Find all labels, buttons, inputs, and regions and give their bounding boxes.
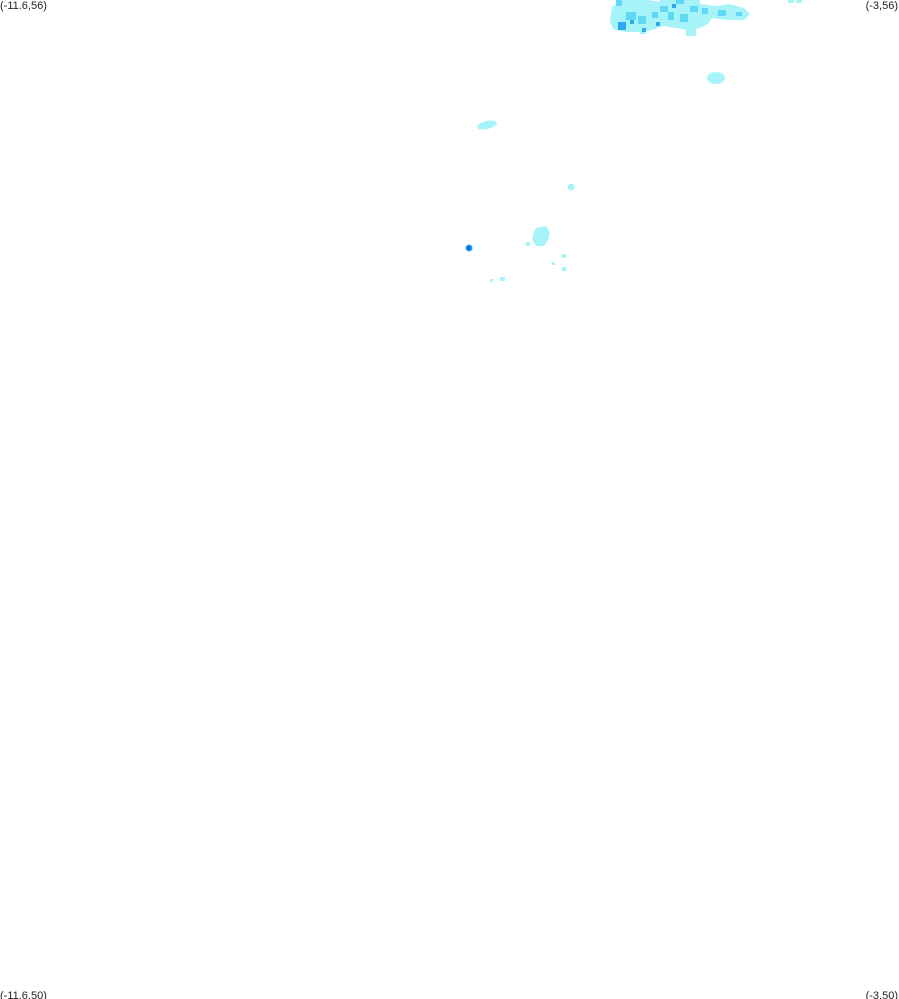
precip-cell-light — [788, 0, 794, 3]
precip-cell-medium — [718, 10, 726, 16]
precip-cell-strong — [618, 22, 626, 30]
precip-cell-strong — [630, 20, 634, 24]
precip-cell-strong — [672, 4, 676, 8]
precip-cell-light — [562, 254, 566, 258]
precip-cell-medium — [680, 14, 688, 22]
precip-cell-light — [620, 0, 650, 6]
precip-cell-light — [562, 267, 566, 271]
precip-cell-medium — [736, 12, 742, 16]
precip-cell-light — [552, 262, 555, 265]
precip-cell-medium — [702, 8, 708, 14]
precip-cell-light — [500, 277, 505, 281]
precipitation-cluster-central — [490, 226, 566, 282]
precip-cell-strong — [656, 22, 660, 26]
precip-cell-medium — [690, 6, 698, 12]
precip-cell-strong — [642, 28, 646, 32]
precipitation-cell — [477, 120, 497, 130]
precip-cell-light — [490, 279, 493, 282]
corner-coordinate-top-left: (-11.6,56) — [0, 0, 47, 12]
precip-cell-medium — [638, 16, 646, 24]
precip-cell-light — [526, 242, 530, 246]
precip-cell-light — [532, 226, 550, 246]
corner-coordinate-top-right: (-3,56) — [865, 0, 898, 12]
precip-cell-light — [686, 28, 696, 36]
precipitation-cell-intense — [465, 244, 473, 252]
precipitation-cell — [567, 183, 575, 191]
precip-cell-medium — [668, 12, 674, 20]
precip-cell-medium — [660, 6, 668, 12]
precip-cell-medium — [626, 12, 636, 20]
precipitation-cell — [707, 72, 725, 84]
precip-cell-light — [796, 0, 802, 3]
precip-cell-medium — [652, 12, 658, 18]
precip-cell-medium — [676, 0, 684, 4]
precipitation-cluster-north — [610, 0, 802, 36]
corner-coordinate-bottom-left: (-11.6,50) — [0, 990, 47, 999]
corner-coordinate-bottom-right: (-3,50) — [865, 990, 898, 999]
precip-cell-medium — [616, 0, 622, 6]
